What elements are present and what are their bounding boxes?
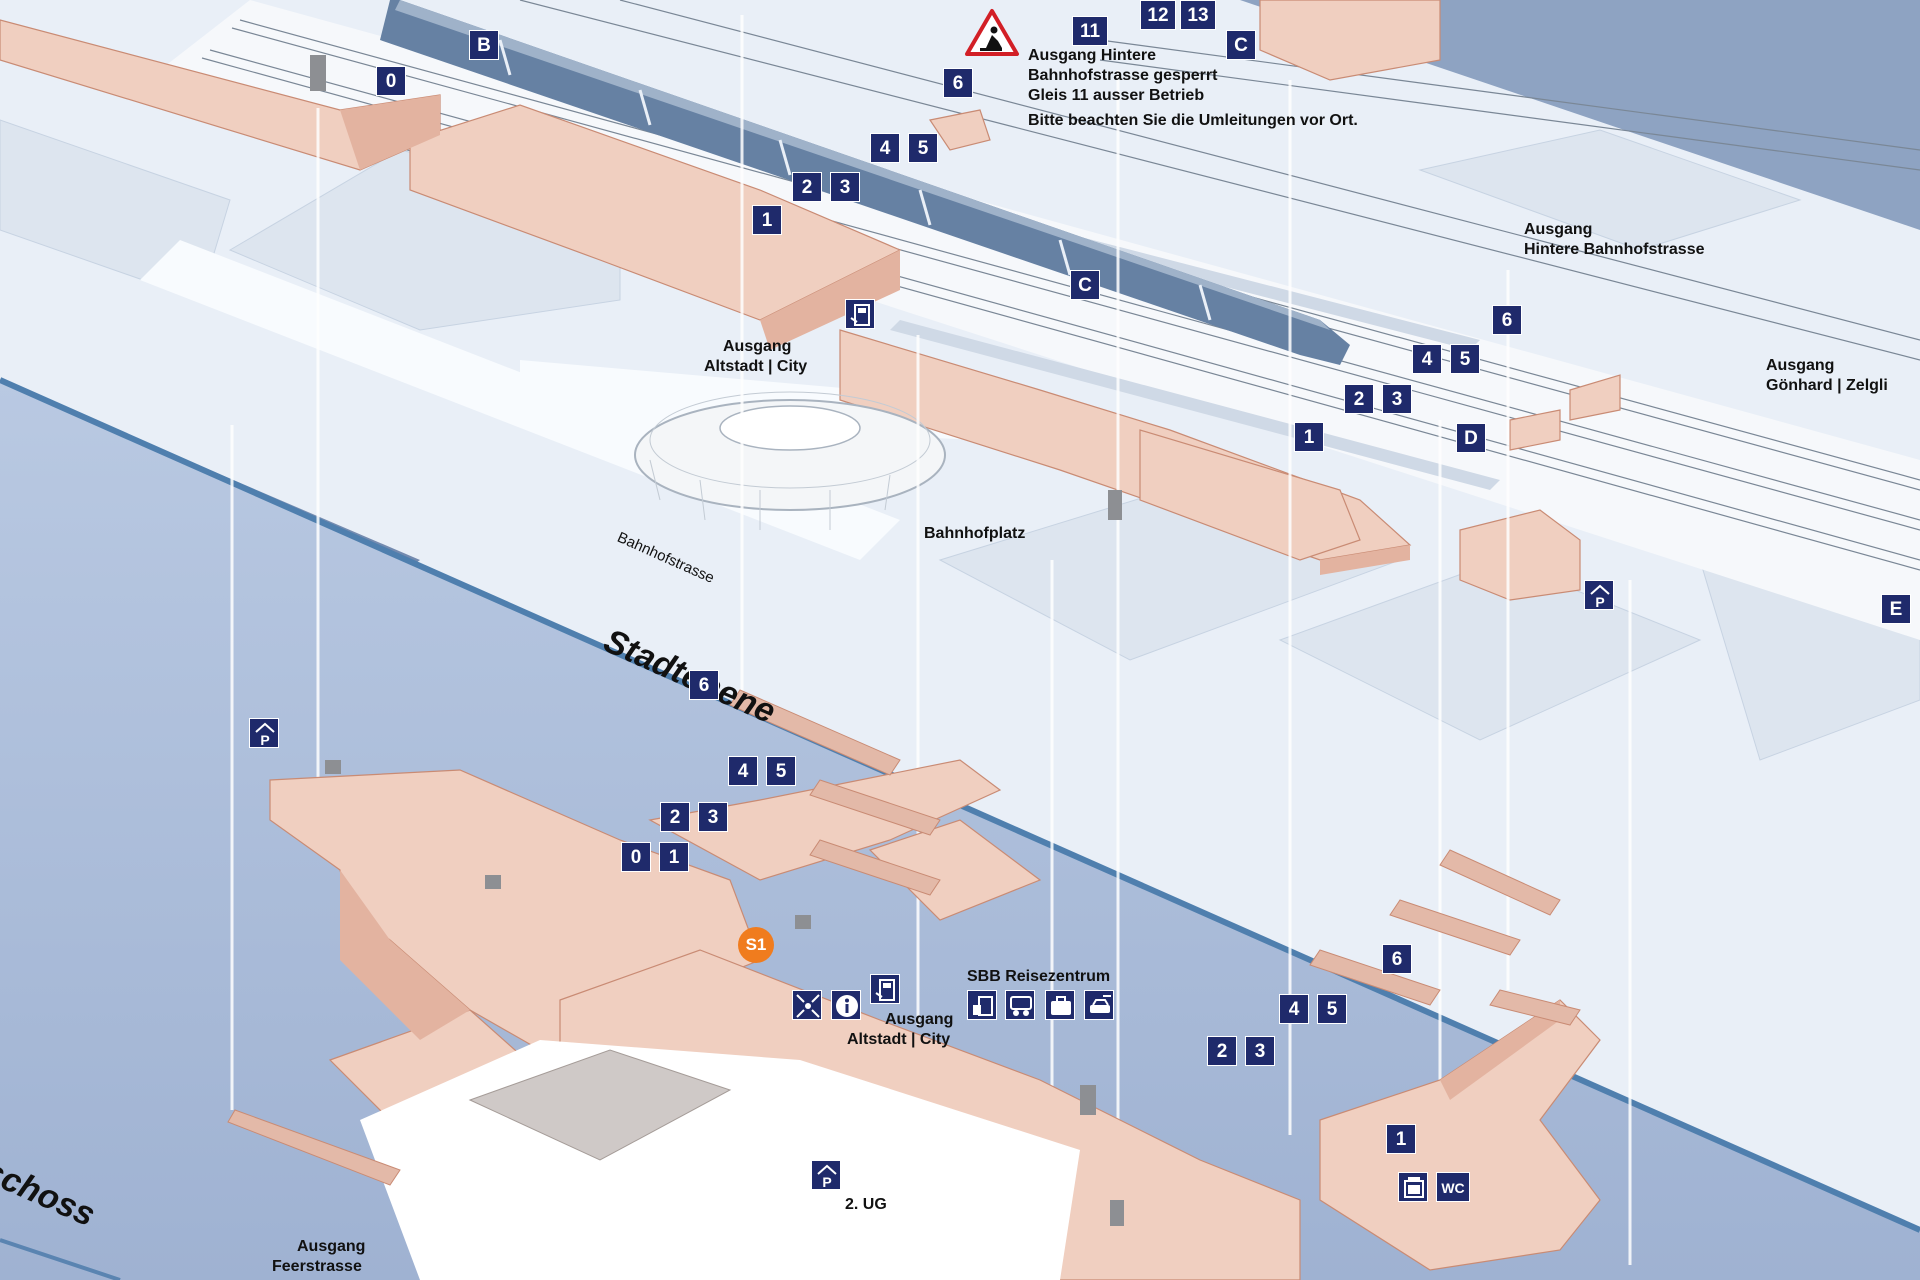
ticket-counter-icon[interactable]	[967, 990, 997, 1020]
platform-badge[interactable]: 5	[766, 756, 796, 786]
platform-badge[interactable]: 2	[660, 802, 690, 832]
platform-badge[interactable]: 1	[1294, 422, 1324, 452]
exit-hintere-bahnhofstrasse-l1: Ausgang	[1524, 221, 1593, 238]
platform-badge[interactable]: 2	[1207, 1036, 1237, 1066]
exit-feerstrasse-l2: Feerstrasse	[272, 1258, 362, 1275]
platform-badge[interactable]: 3	[1382, 384, 1412, 414]
lower-level-edge	[0, 1238, 121, 1280]
parking-icon[interactable]: P	[811, 1160, 841, 1190]
platform-badge[interactable]: 4	[1412, 344, 1442, 374]
platform-badge[interactable]: 3	[698, 802, 728, 832]
ticket-machine-icon[interactable]	[870, 974, 900, 1004]
parking-level-label: 2. UG	[845, 1196, 887, 1213]
platform-badge[interactable]: 6	[1492, 305, 1522, 335]
exit-altstadt-top-l1: Ausgang	[723, 338, 792, 355]
exit-feerstrasse-l1: Ausgang	[297, 1238, 366, 1255]
currency-exchange-icon[interactable]	[1005, 990, 1035, 1020]
ramps	[227, 689, 1581, 1186]
platform-badge[interactable]: 6	[1382, 944, 1412, 974]
meeting-point-icon[interactable]	[792, 990, 822, 1020]
svg-text:P: P	[260, 732, 269, 748]
bahnhofplatz-canopy	[634, 391, 946, 530]
vertical-connections	[230, 15, 1632, 1265]
platform-badge[interactable]: 1	[752, 205, 782, 235]
reisezentrum-label: SBB Reisezentrum	[967, 968, 1111, 985]
platform-badge[interactable]: 0	[376, 66, 406, 96]
wc-icon[interactable]: WC	[1436, 1172, 1470, 1202]
elevator-icon[interactable]	[1398, 1172, 1428, 1202]
information-icon[interactable]	[831, 990, 861, 1020]
platform-badge[interactable]: 6	[689, 670, 719, 700]
svg-text:P: P	[1595, 594, 1604, 610]
car-rental-icon[interactable]	[1084, 990, 1114, 1020]
elevator-boxes	[310, 55, 1124, 1226]
platform-badge[interactable]: 1	[659, 842, 689, 872]
platform-badge[interactable]: 5	[908, 133, 938, 163]
platform-badge[interactable]: 4	[870, 133, 900, 163]
platform-badge[interactable]: 3	[1245, 1036, 1275, 1066]
notice-line1: Ausgang Hintere	[1028, 47, 1157, 64]
platform-badge[interactable]: 5	[1317, 994, 1347, 1024]
construction-warning-icon	[965, 9, 1019, 56]
station-buildings-top-shade	[340, 95, 1410, 575]
sector-c-badge[interactable]: C	[1070, 270, 1100, 300]
ticket-machine-icon[interactable]	[845, 299, 875, 329]
svg-text:P: P	[822, 1174, 831, 1190]
parking-icon[interactable]: P	[1584, 580, 1614, 610]
train	[380, 0, 1350, 365]
platform-badge[interactable]: 13	[1180, 0, 1216, 30]
sector-b-badge[interactable]: B	[469, 30, 499, 60]
platform-badge[interactable]: 1	[1386, 1124, 1416, 1154]
platform-badge[interactable]: 3	[830, 172, 860, 202]
exit-goenhard-l1: Ausgang	[1766, 357, 1835, 374]
exit-goenhard-l2: Gönhard | Zelgli	[1766, 377, 1888, 394]
platform-badge[interactable]: 6	[943, 68, 973, 98]
luggage-icon[interactable]	[1045, 990, 1075, 1020]
exit-altstadt-top-l2: Altstadt | City	[704, 358, 808, 375]
notice-line4: Bitte beachten Sie die Umleitungen vor O…	[1028, 112, 1358, 129]
s-bahn-s1-marker[interactable]: S1	[738, 927, 774, 963]
underground-block	[468, 1049, 732, 1161]
sector-d-badge[interactable]: D	[1456, 423, 1486, 453]
platform-badge[interactable]: 2	[1344, 384, 1374, 414]
exit-hintere-bahnhofstrasse-l2: Hintere Bahnhofstrasse	[1524, 241, 1705, 258]
platform-badge[interactable]: 12	[1140, 0, 1176, 30]
platform-badge[interactable]: 11	[1072, 16, 1108, 46]
platform-badge[interactable]: 2	[792, 172, 822, 202]
sector-e-badge[interactable]: E	[1881, 594, 1911, 624]
platform-badge[interactable]: 4	[728, 756, 758, 786]
parking-icon[interactable]: P	[249, 718, 279, 748]
notice-line3: Gleis 11 ausser Betrieb	[1028, 87, 1205, 104]
notice-line2: Bahnhofstrasse gesperrt	[1028, 67, 1218, 84]
exit-altstadt-low-l1: Ausgang	[885, 1011, 954, 1028]
exit-altstadt-low-l2: Altstadt | City	[847, 1031, 951, 1048]
top-right-building	[1259, 0, 1441, 81]
sector-c-badge[interactable]: C	[1226, 30, 1256, 60]
platform-badge[interactable]: 0	[621, 842, 651, 872]
platform-badge[interactable]: 4	[1279, 994, 1309, 1024]
platform-badge[interactable]: 5	[1450, 344, 1480, 374]
street-bahnhofplatz: Bahnhofplatz	[924, 525, 1026, 542]
